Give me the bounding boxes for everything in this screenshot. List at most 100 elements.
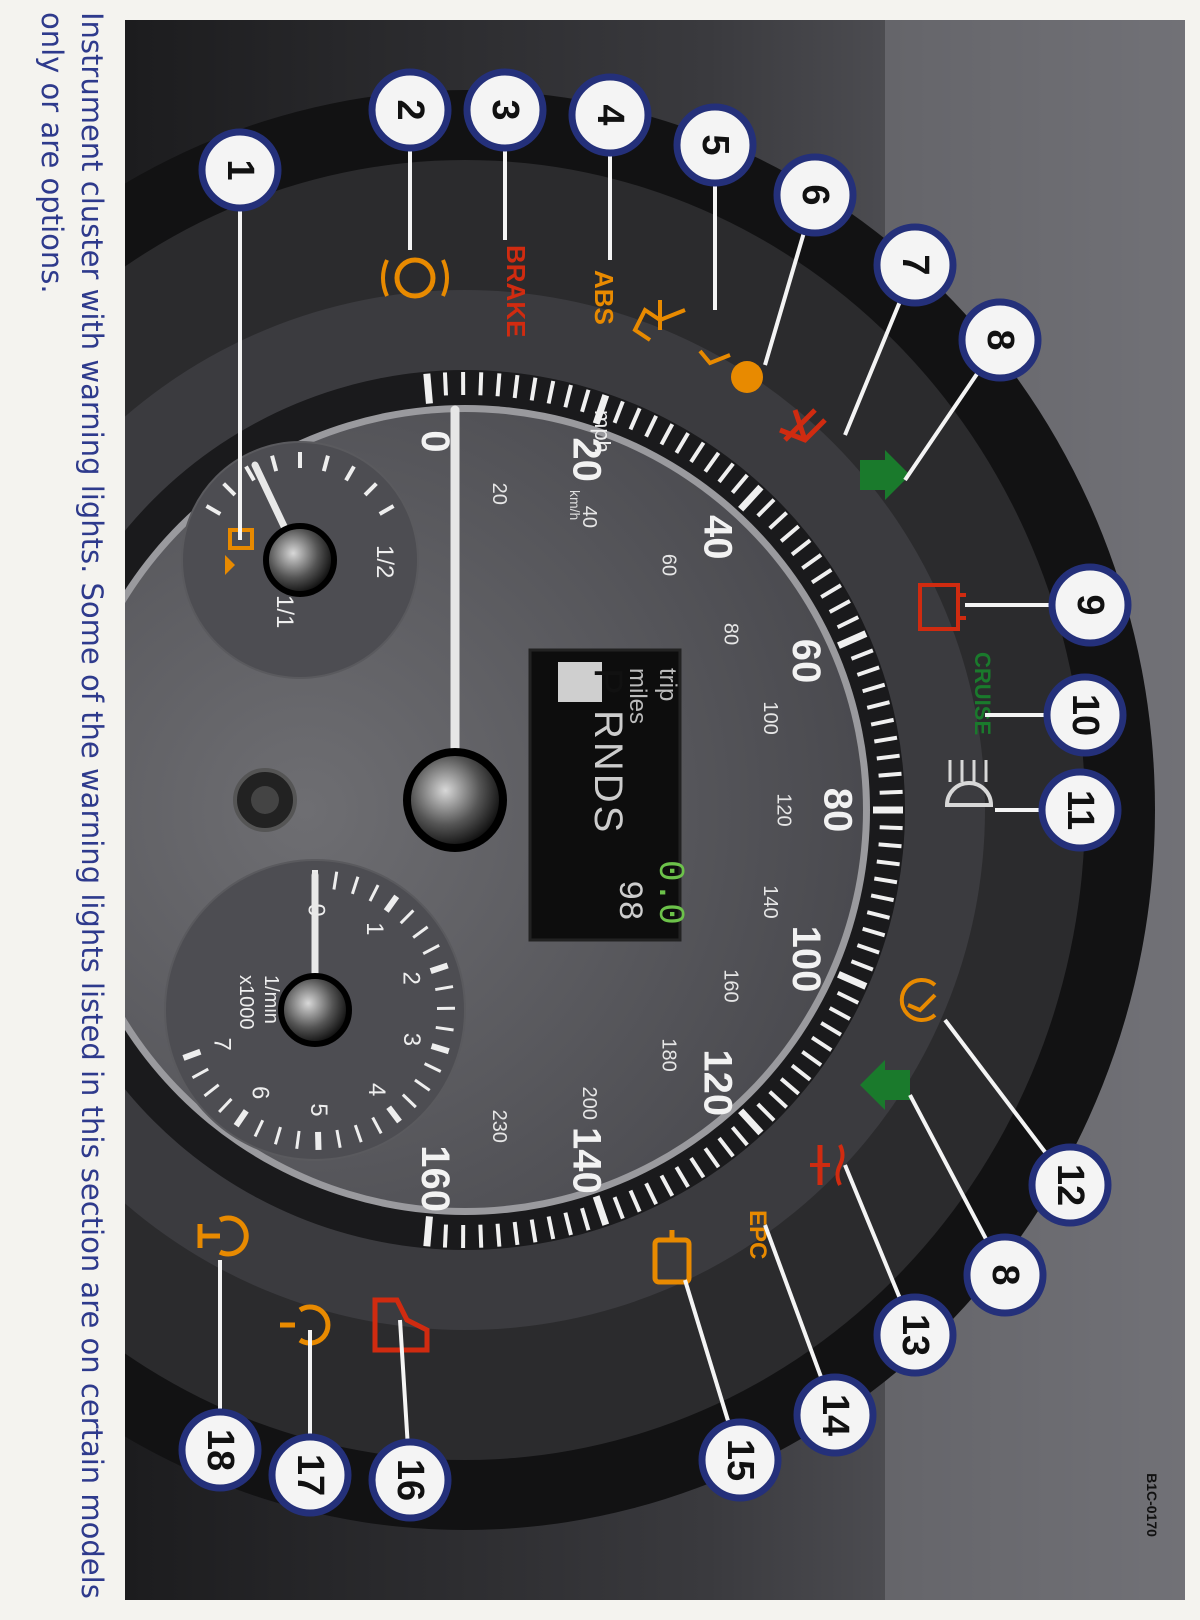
mph-tick-label: 80: [815, 788, 859, 833]
lcd-miles-label: miles: [624, 668, 651, 724]
speed-tick: [850, 959, 874, 972]
callout-number: 14: [814, 1394, 856, 1436]
callout-number: 12: [1049, 1164, 1091, 1206]
fuel-tick: [270, 455, 279, 472]
tach-tick: [383, 894, 400, 913]
mph-unit-label: mph: [590, 410, 615, 453]
kmh-tick-label: 40: [578, 506, 600, 528]
lcd-display: trip miles 0.0 98 P RNDS: [528, 648, 690, 942]
figure-code: B1C-0170: [1144, 1473, 1160, 1537]
tach-tick: [368, 884, 380, 902]
callout-circle: [673, 103, 757, 187]
tachometer: 01234567 1/min x1000: [164, 859, 466, 1161]
speed-tick: [529, 1219, 538, 1243]
tach-tick: [182, 1048, 202, 1061]
tach-needle-hub: [278, 973, 352, 1047]
speed-tick: [768, 511, 788, 530]
speed-tick: [779, 524, 800, 543]
callout-number: 17: [289, 1454, 331, 1496]
tach-tick: [435, 1025, 454, 1032]
callout-number: 6: [794, 184, 836, 205]
callout-circle: [773, 153, 857, 237]
seat-occupancy-icon: [632, 300, 686, 342]
fuel-tick: [378, 504, 395, 516]
tach-tick: [412, 925, 429, 939]
kmh-tick-label: 200: [578, 1086, 600, 1119]
tach-multiplier-label: x1000: [235, 975, 257, 1030]
callout-circle: [873, 1293, 957, 1377]
speed-tick: [862, 926, 886, 938]
figure-code-box: B1C-0170: [1140, 1430, 1164, 1580]
speed-tick: [862, 682, 886, 694]
caption-text: Instrument cluster with warning lights. …: [35, 12, 109, 1599]
tach-unit-label: 1/min: [260, 975, 282, 1024]
lcd-gear-selected: P: [586, 668, 630, 695]
speed-tick: [580, 389, 591, 413]
speed-tick: [423, 373, 433, 404]
speed-tick: [674, 1166, 690, 1188]
tach-tick: [233, 1109, 249, 1128]
tach-tick-label: 3: [398, 1033, 425, 1046]
airbag-icon: [698, 349, 763, 393]
speed-needle-hub: [403, 748, 507, 852]
tach-tick-label: 5: [305, 1103, 332, 1116]
mph-tick-label: 160: [413, 1145, 457, 1212]
callout-circle: [1048, 563, 1132, 647]
speed-tick: [801, 553, 823, 570]
tach-tick-label: 7: [209, 1038, 236, 1051]
speed-tick: [878, 771, 902, 778]
callout-number: 2: [389, 99, 431, 120]
speed-tick: [866, 910, 891, 920]
tach-tick: [350, 876, 360, 895]
tach-tick: [429, 962, 449, 974]
speed-tick: [703, 1147, 721, 1169]
speed-tick: [546, 380, 556, 404]
battery-icon: [918, 583, 966, 631]
lcd-miles-value: 98: [609, 880, 647, 921]
tach-tick: [332, 871, 339, 890]
high-beam-icon: [944, 760, 994, 807]
callout-number: 8: [984, 1264, 1026, 1285]
turn-signal-left-icon: [860, 450, 910, 500]
kmh-tick-label: 120: [773, 793, 795, 826]
speed-tick: [768, 1090, 788, 1109]
speed-tick: [529, 377, 538, 401]
kmh-tick-label: 80: [720, 623, 742, 645]
kmh-tick-label: 140: [759, 885, 781, 918]
speed-tick: [442, 1224, 448, 1248]
tach-tick: [191, 1067, 209, 1080]
speed-tick: [717, 462, 735, 484]
speed-tick: [478, 1224, 484, 1248]
speed-tick: [442, 372, 448, 396]
fuel-tick: [321, 455, 330, 472]
kmh-tick-label: 160: [720, 969, 742, 1002]
speed-tick: [512, 1221, 520, 1246]
fuel-needle-hub: [263, 523, 337, 597]
mph-tick-label: 20: [564, 437, 608, 482]
speed-tick: [756, 1102, 776, 1122]
callout-number: 7: [894, 254, 936, 275]
speed-tick: [717, 1136, 735, 1158]
mph-tick-label: 0: [413, 430, 457, 452]
speed-tick: [738, 1108, 764, 1136]
callout-number: 10: [1064, 694, 1106, 736]
speed-tick: [738, 484, 764, 512]
speed-tick: [644, 1182, 658, 1205]
callout-circle: [463, 68, 547, 152]
speed-tick: [730, 473, 749, 494]
fuel-tick: [344, 465, 356, 482]
lcd-trip-value: 0.0: [649, 860, 690, 925]
speed-tick: [659, 423, 675, 446]
speed-tick: [546, 1216, 556, 1240]
kmh-tick-label: 100: [759, 701, 781, 734]
speed-tick: [820, 1021, 842, 1037]
callout-circle: [698, 1418, 782, 1502]
speed-tick: [876, 859, 900, 867]
oil-pressure-icon: [372, 1297, 430, 1353]
speed-tick: [495, 1223, 502, 1247]
coolant-temperature-icon: [810, 1144, 845, 1186]
fuel-half-label: 1/2: [371, 545, 398, 578]
speed-tick: [628, 407, 642, 431]
